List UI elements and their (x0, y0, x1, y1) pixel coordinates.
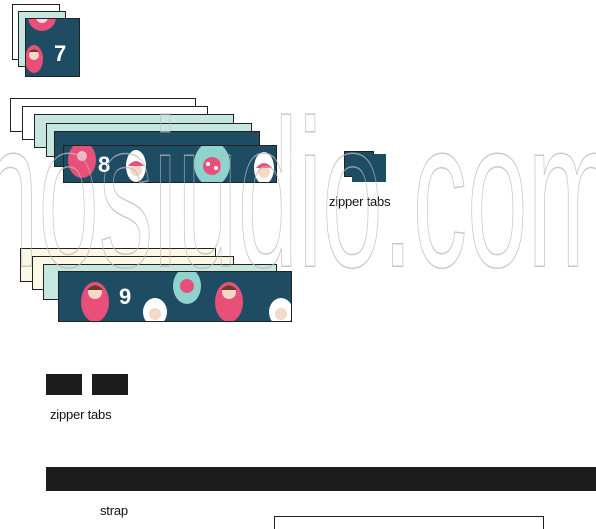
piece-7-fabric: 7 (25, 18, 80, 77)
strap-bar (46, 467, 596, 491)
piece-8-fabric: 8 (63, 145, 277, 183)
zipper-tab-fabric-front (352, 154, 386, 182)
piece-7-number: 7 (54, 41, 67, 66)
piece-8-doll-print (68, 146, 274, 182)
zipper-tabs-label-bottom: zipper tabs (50, 407, 112, 422)
piece-9-doll-print (81, 272, 291, 321)
bottom-outline-piece (274, 516, 544, 529)
piece-8-number: 8 (98, 152, 111, 177)
zipper-tab-black-1 (46, 374, 82, 395)
piece-9-number: 9 (119, 284, 132, 309)
zipper-tab-black-2 (92, 374, 128, 395)
zipper-tabs-label-top: zipper tabs (329, 194, 391, 209)
piece-7-doll-print (26, 19, 56, 73)
strap-label: strap (100, 503, 128, 518)
piece-9-fabric: 9 (58, 271, 292, 322)
